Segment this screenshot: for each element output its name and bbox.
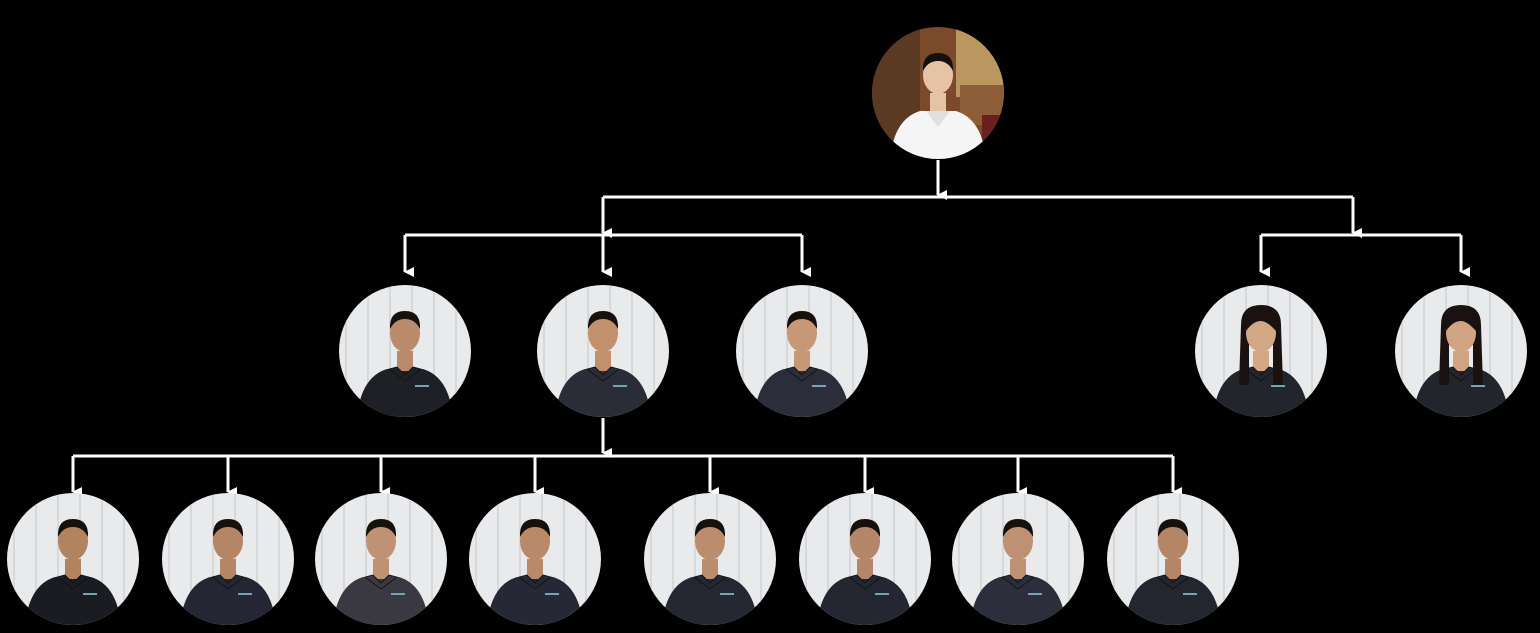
avatar-f1 [1195, 285, 1327, 417]
avatar-m3 [736, 285, 868, 417]
portrait-photo [1395, 285, 1527, 417]
portrait-photo [339, 285, 471, 417]
avatar-m2 [537, 285, 669, 417]
portrait-photo [644, 493, 776, 625]
portrait-photo [469, 493, 601, 625]
avatar-s1 [7, 493, 139, 625]
portrait-photo [1195, 285, 1327, 417]
portrait-photo [872, 27, 1004, 159]
avatar-s7 [952, 493, 1084, 625]
avatar-s3 [315, 493, 447, 625]
portrait-photo [736, 285, 868, 417]
avatar-s4 [469, 493, 601, 625]
avatar-s2 [162, 493, 294, 625]
portrait-photo [952, 493, 1084, 625]
avatar-ceo [872, 27, 1004, 159]
portrait-photo [537, 285, 669, 417]
avatar-s8 [1107, 493, 1239, 625]
avatar-f2 [1395, 285, 1527, 417]
portrait-photo [162, 493, 294, 625]
portrait-photo [7, 493, 139, 625]
avatar-m1 [339, 285, 471, 417]
avatar-s5 [644, 493, 776, 625]
avatar-s6 [799, 493, 931, 625]
portrait-photo [1107, 493, 1239, 625]
portrait-photo [315, 493, 447, 625]
portrait-photo [799, 493, 931, 625]
